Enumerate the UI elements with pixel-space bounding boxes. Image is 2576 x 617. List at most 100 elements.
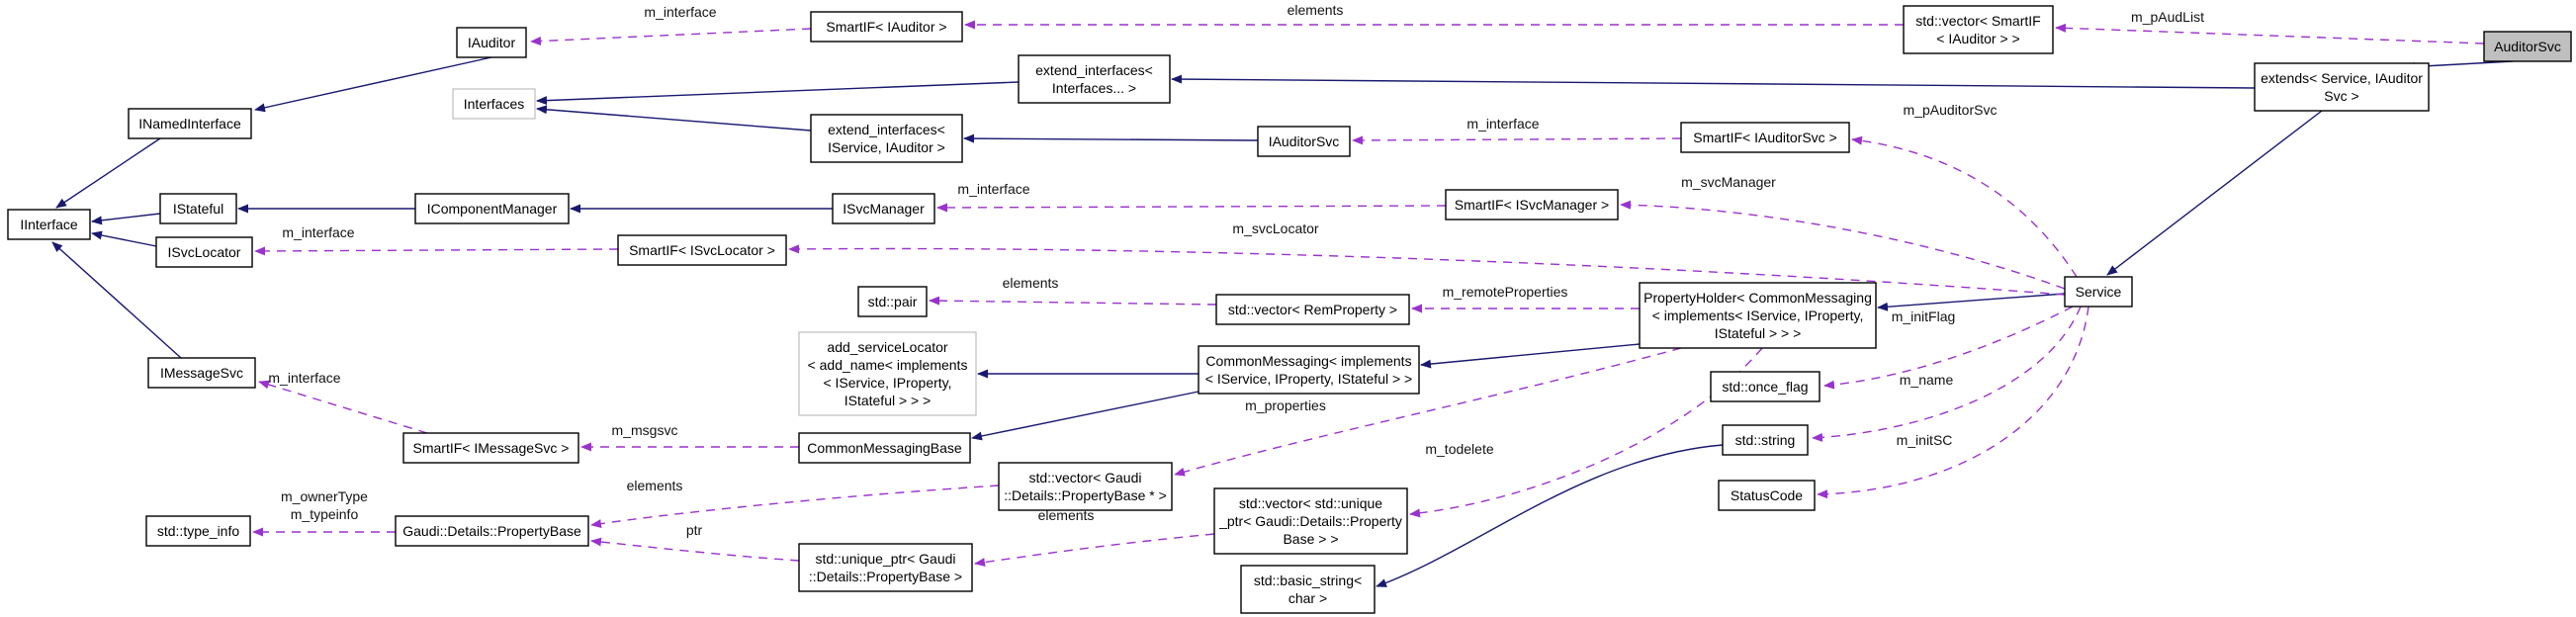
- node-property-holder[interactable]: PropertyHolder< CommonMessaging< impleme…: [1639, 282, 1877, 349]
- node-box-basic-string[interactable]: [1240, 565, 1376, 614]
- node-box-i-component-manager[interactable]: [414, 193, 570, 224]
- node-i-auditor[interactable]: IAuditor: [456, 27, 527, 58]
- node-i-message-svc[interactable]: IMessageSvc: [147, 357, 256, 389]
- node-box-status-code[interactable]: [1718, 480, 1816, 511]
- node-extif-variadic[interactable]: extend_interfaces<Interfaces... >: [1018, 54, 1171, 104]
- node-box-propertybase[interactable]: [395, 515, 589, 547]
- node-label-vec-unique-ptr: std::vector< std::unique_ptr< Gaudi::Det…: [1218, 495, 1402, 547]
- node-extif-iserv-iaud[interactable]: extend_interfaces<IService, IAuditor >: [810, 114, 963, 163]
- node-box-extif-variadic[interactable]: [1018, 54, 1171, 104]
- node-box-std-string[interactable]: [1722, 424, 1809, 456]
- node-service[interactable]: Service: [2064, 276, 2133, 308]
- node-i-component-manager[interactable]: IComponentManager: [414, 193, 570, 224]
- node-box-i-auditor[interactable]: [456, 27, 527, 58]
- node-box-std-pair[interactable]: [857, 286, 928, 317]
- node-label-auditor-svc: AuditorSvc: [2494, 39, 2561, 54]
- node-i-stateful[interactable]: IStateful: [159, 193, 237, 224]
- node-smartif-isvcmanager[interactable]: SmartIF< ISvcManager >: [1445, 189, 1619, 220]
- node-label-i-auditor-svc: IAuditorSvc: [1269, 133, 1340, 149]
- edge-label-m_remoteProperties: m_remoteProperties: [1443, 284, 1568, 300]
- node-box-vec-smartif-iauditor[interactable]: [1903, 5, 2054, 54]
- node-label-service: Service: [2076, 284, 2122, 300]
- node-box-interfaces[interactable]: [452, 88, 536, 120]
- node-label-basic-string: std::basic_string<char >: [1254, 573, 1362, 606]
- edge-service-to-smartif-iauditorsvc: [1851, 135, 2078, 278]
- node-box-i-named-interface[interactable]: [128, 108, 252, 139]
- node-std-string[interactable]: std::string: [1722, 424, 1809, 456]
- node-box-common-messaging[interactable]: [1198, 345, 1420, 395]
- node-box-i-svc-manager[interactable]: [832, 193, 935, 224]
- node-i-interface[interactable]: IInterface: [7, 209, 91, 240]
- node-box-i-svc-locator[interactable]: [155, 236, 253, 268]
- node-label-std-type-info: std::type_info: [157, 523, 239, 539]
- edge-label-elements: elements: [1003, 275, 1059, 291]
- node-i-named-interface[interactable]: INamedInterface: [128, 108, 252, 139]
- node-vec-unique-ptr[interactable]: std::vector< std::unique_ptr< Gaudi::Det…: [1213, 487, 1408, 555]
- node-box-smartif-iauditor[interactable]: [810, 11, 963, 43]
- node-label-status-code: StatusCode: [1731, 487, 1803, 503]
- node-box-smartif-isvcmanager[interactable]: [1445, 189, 1619, 220]
- node-smartif-isvclocator[interactable]: SmartIF< ISvcLocator >: [617, 234, 787, 266]
- node-label-smartif-imessagesvc: SmartIF< IMessageSvc >: [413, 440, 570, 456]
- edge-label-m_initFlag: m_initFlag: [1892, 308, 1956, 324]
- node-box-add-service-locator[interactable]: [798, 331, 977, 416]
- node-box-extif-iserv-iaud[interactable]: [810, 114, 963, 163]
- edge-extends-box-to-service: [2106, 110, 2323, 276]
- node-box-std-unique-ptr[interactable]: [798, 543, 973, 592]
- node-box-std-once-flag[interactable]: [1710, 371, 1821, 402]
- node-label-std-once-flag: std::once_flag: [1722, 379, 1808, 395]
- node-std-pair[interactable]: std::pair: [857, 286, 928, 317]
- node-i-svc-manager[interactable]: ISvcManager: [832, 193, 935, 224]
- node-label-smartif-iauditorsvc: SmartIF< IAuditorSvc >: [1693, 130, 1837, 145]
- node-box-i-auditor-svc[interactable]: [1257, 126, 1351, 157]
- node-auditor-svc[interactable]: AuditorSvc: [2483, 31, 2572, 62]
- node-label-std-pair: std::pair: [868, 294, 918, 309]
- node-interfaces[interactable]: Interfaces: [452, 88, 536, 120]
- node-std-type-info[interactable]: std::type_info: [145, 515, 251, 547]
- node-box-i-message-svc[interactable]: [147, 357, 256, 389]
- edge-property-holder-to-vec-propertybase: [1174, 347, 1682, 477]
- node-smartif-iauditor[interactable]: SmartIF< IAuditor >: [810, 11, 963, 43]
- node-smartif-imessagesvc[interactable]: SmartIF< IMessageSvc >: [402, 432, 579, 464]
- node-propertybase[interactable]: Gaudi::Details::PropertyBase: [395, 515, 589, 547]
- node-add-service-locator[interactable]: add_serviceLocator< add_name< implements…: [798, 331, 977, 416]
- node-box-service[interactable]: [2064, 276, 2133, 308]
- node-vec-smartif-iauditor[interactable]: std::vector< SmartIF< IAuditor > >: [1903, 5, 2054, 54]
- node-box-smartif-isvclocator[interactable]: [617, 234, 787, 266]
- node-label-add-service-locator: add_serviceLocator< add_name< implements…: [808, 339, 968, 408]
- edge-service-to-smartif-isvcmanager: [1620, 200, 2066, 290]
- node-smartif-iauditorsvc[interactable]: SmartIF< IAuditorSvc >: [1680, 122, 1850, 153]
- node-box-extends-box[interactable]: [2254, 62, 2430, 112]
- node-label-i-auditor: IAuditor: [468, 35, 516, 50]
- node-box-smartif-iauditorsvc[interactable]: [1680, 122, 1850, 153]
- node-std-unique-ptr[interactable]: std::unique_ptr< Gaudi::Details::Propert…: [798, 543, 973, 592]
- node-status-code[interactable]: StatusCode: [1718, 480, 1816, 511]
- node-box-vec-remproperty[interactable]: [1215, 294, 1410, 325]
- node-label-vec-propertybase: std::vector< Gaudi::Details::PropertyBas…: [1004, 470, 1167, 503]
- edge-label-elements: elements: [1038, 507, 1095, 523]
- node-common-messaging[interactable]: CommonMessaging< implements< IService, I…: [1198, 345, 1420, 395]
- node-vec-remproperty[interactable]: std::vector< RemProperty >: [1215, 294, 1410, 325]
- edge-label-m_pAudList: m_pAudList: [2131, 9, 2204, 25]
- node-vec-propertybase[interactable]: std::vector< Gaudi::Details::PropertyBas…: [998, 462, 1173, 511]
- node-box-std-type-info[interactable]: [145, 515, 251, 547]
- node-i-svc-locator[interactable]: ISvcLocator: [155, 236, 253, 268]
- node-box-i-stateful[interactable]: [159, 193, 237, 224]
- node-box-vec-unique-ptr[interactable]: [1213, 487, 1408, 555]
- edge-service-to-property-holder: [1877, 293, 2066, 311]
- node-box-common-messaging-base[interactable]: [798, 432, 971, 464]
- node-basic-string[interactable]: std::basic_string<char >: [1240, 565, 1376, 614]
- node-box-i-interface[interactable]: [7, 209, 91, 240]
- node-box-auditor-svc[interactable]: [2483, 31, 2572, 62]
- node-box-smartif-imessagesvc[interactable]: [402, 432, 579, 464]
- node-label-extif-iserv-iaud: extend_interfaces<IService, IAuditor >: [828, 122, 945, 155]
- node-std-once-flag[interactable]: std::once_flag: [1710, 371, 1821, 402]
- node-label-vec-remproperty: std::vector< RemProperty >: [1228, 302, 1397, 317]
- node-box-vec-propertybase[interactable]: [998, 462, 1173, 511]
- node-box-property-holder[interactable]: [1639, 282, 1877, 349]
- node-i-auditor-svc[interactable]: IAuditorSvc: [1257, 126, 1351, 157]
- edge-label-m_interface: m_interface: [644, 4, 716, 20]
- node-common-messaging-base[interactable]: CommonMessagingBase: [798, 432, 971, 464]
- edge-label-m_pAuditorSvc: m_pAuditorSvc: [1904, 102, 1998, 118]
